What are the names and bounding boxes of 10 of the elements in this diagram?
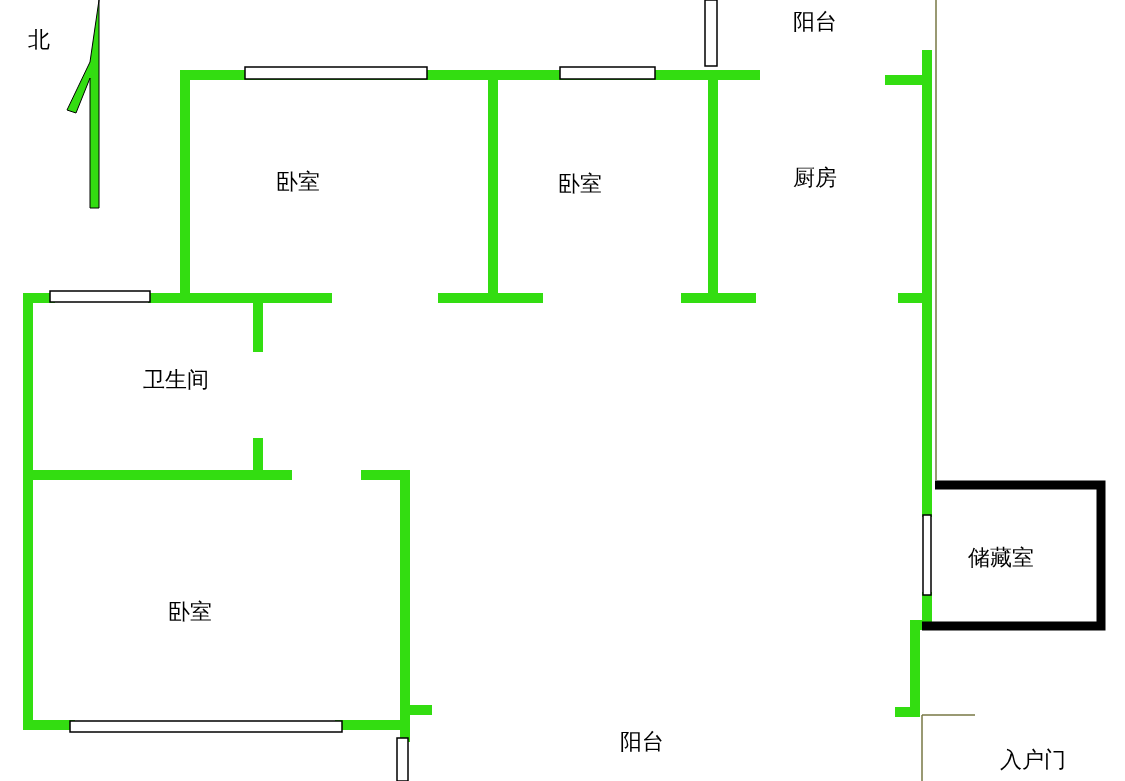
direction-label: 北 bbox=[28, 28, 50, 53]
room-label: 厨房 bbox=[793, 166, 837, 191]
room-label: 卧室 bbox=[168, 600, 212, 625]
door-label: 入户门 bbox=[1000, 748, 1066, 773]
room-label: 卫生间 bbox=[143, 368, 209, 393]
room-label: 阳台 bbox=[620, 730, 664, 755]
room-label: 阳台 bbox=[793, 10, 837, 35]
room-label: 卧室 bbox=[558, 172, 602, 197]
room-label: 储藏室 bbox=[968, 546, 1034, 571]
room-label: 卧室 bbox=[276, 170, 320, 195]
